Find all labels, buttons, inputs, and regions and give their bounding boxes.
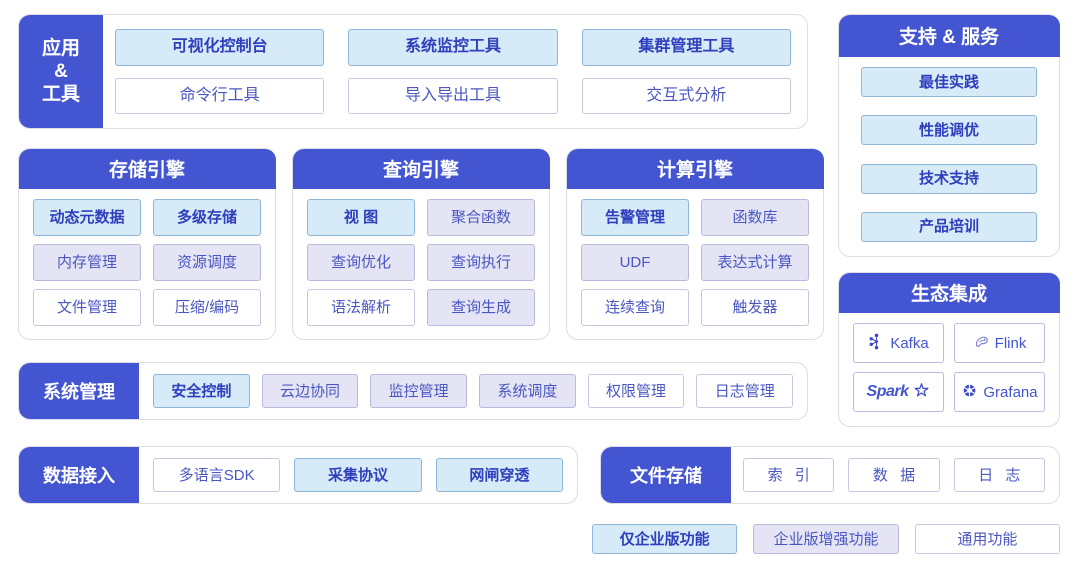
legend: 仅企业版功能 企业版增强功能 通用功能	[592, 524, 1060, 554]
file-storage-item[interactable]: 索 引	[743, 458, 835, 492]
flink-logo-icon	[973, 333, 990, 354]
data-access-item[interactable]: 网闸穿透	[435, 458, 563, 492]
file-storage-item[interactable]: 数 据	[848, 458, 940, 492]
ecosystem-item-grafana[interactable]: Grafana	[954, 372, 1045, 412]
apps-and-tools-panel: 应用 & 工具 可视化控制台 系统监控工具 集群管理工具 命令行工具 导入导出工…	[18, 14, 808, 129]
compute-engine-title: 计算引擎	[566, 148, 824, 189]
apps-item[interactable]: 交互式分析	[581, 77, 791, 114]
system-management-label: 系统管理	[19, 363, 139, 419]
engine-item[interactable]: 视 图	[307, 199, 415, 236]
file-storage-panel: 文件存储 索 引 数 据 日 志	[600, 446, 1060, 504]
ecosystem-panel-title: 生态集成	[838, 272, 1060, 313]
query-engine-grid: 视 图 聚合函数 查询优化 查询执行 语法解析 查询生成	[307, 199, 535, 326]
apps-label-line-1: 应用	[41, 37, 80, 59]
system-management-item[interactable]: 系统调度	[479, 374, 576, 408]
support-item[interactable]: 性能调优	[861, 115, 1037, 146]
engine-item[interactable]: 查询优化	[307, 244, 415, 281]
support-item[interactable]: 产品培训	[861, 211, 1037, 242]
system-management-item[interactable]: 日志管理	[696, 374, 794, 408]
system-management-item[interactable]: 权限管理	[587, 374, 685, 408]
engine-item[interactable]: 查询生成	[427, 289, 535, 326]
system-management-item[interactable]: 云边协同	[261, 374, 359, 408]
query-engine-title: 查询引擎	[292, 148, 550, 189]
storage-engine-grid: 动态元数据 多级存储 内存管理 资源调度 文件管理 压缩/编码	[33, 199, 261, 326]
engine-item[interactable]: 语法解析	[307, 289, 415, 326]
apps-item[interactable]: 集群管理工具	[581, 29, 791, 66]
ecosystem-integration-panel: 生态集成 Kafka	[838, 272, 1060, 427]
file-storage-items: 索 引 数 据 日 志	[743, 458, 1045, 492]
ecosystem-item-flink[interactable]: Flink	[954, 323, 1045, 363]
system-management-item[interactable]: 安全控制	[153, 374, 250, 408]
support-item[interactable]: 技术支持	[861, 163, 1037, 194]
engine-item[interactable]: 查询执行	[427, 244, 535, 281]
legend-item-enterprise-only: 仅企业版功能	[592, 524, 738, 554]
engine-item[interactable]: 表达式计算	[701, 244, 809, 281]
file-storage-label: 文件存储	[601, 447, 731, 503]
apps-item[interactable]: 导入导出工具	[348, 77, 558, 114]
data-access-item[interactable]: 多语言SDK	[153, 458, 281, 492]
apps-item[interactable]: 可视化控制台	[115, 29, 325, 66]
spark-logo-icon	[913, 382, 930, 403]
support-items-list: 最佳实践 性能调优 技术支持 产品培训	[861, 67, 1037, 242]
compute-engine-grid: 告警管理 函数库 UDF 表达式计算 连续查询 触发器	[581, 199, 809, 326]
storage-engine-title: 存储引擎	[18, 148, 276, 189]
ecosystem-item-label: Spark	[866, 383, 909, 400]
data-access-item[interactable]: 采集协议	[294, 458, 422, 492]
engine-item[interactable]: 连续查询	[581, 289, 689, 326]
engine-item[interactable]: 聚合函数	[427, 199, 535, 236]
ecosystem-item-label: Kafka	[890, 334, 929, 352]
engine-item[interactable]: 内存管理	[33, 244, 141, 281]
engine-item[interactable]: 函数库	[701, 199, 809, 236]
engine-item[interactable]: 动态元数据	[33, 199, 141, 236]
apps-label-line-2: &	[54, 60, 68, 82]
engine-item[interactable]: 资源调度	[153, 244, 261, 281]
support-item[interactable]: 最佳实践	[861, 67, 1037, 97]
ecosystem-item-label: Grafana	[983, 383, 1038, 401]
engine-item[interactable]: 告警管理	[581, 199, 689, 236]
file-storage-item[interactable]: 日 志	[953, 458, 1045, 492]
data-access-label: 数据接入	[19, 447, 139, 503]
legend-item-general: 通用功能	[914, 524, 1060, 554]
data-access-panel: 数据接入 多语言SDK 采集协议 网闸穿透	[18, 446, 578, 504]
data-access-items: 多语言SDK 采集协议 网闸穿透	[153, 458, 563, 492]
ecosystem-item-label: Flink	[994, 334, 1027, 352]
system-management-panel: 系统管理 安全控制 云边协同 监控管理 系统调度 权限管理 日志管理	[18, 362, 808, 420]
engine-item[interactable]: 多级存储	[153, 199, 261, 236]
query-engine-panel: 查询引擎 视 图 聚合函数 查询优化 查询执行 语法解析 查询生成	[292, 148, 550, 340]
kafka-logo-icon	[868, 333, 885, 354]
legend-item-enterprise-enhanced: 企业版增强功能	[753, 524, 899, 554]
apps-and-tools-label: 应用 & 工具	[19, 15, 103, 128]
system-management-item[interactable]: 监控管理	[370, 374, 468, 408]
system-management-items: 安全控制 云边协同 监控管理 系统调度 权限管理 日志管理	[153, 374, 794, 408]
apps-item[interactable]: 系统监控工具	[348, 29, 558, 66]
storage-engine-panel: 存储引擎 动态元数据 多级存储 内存管理 资源调度 文件管理 压缩/编码	[18, 148, 276, 340]
engine-item[interactable]: UDF	[581, 244, 689, 281]
grafana-logo-icon	[961, 382, 978, 403]
ecosystem-items-grid: Kafka Flink Spark	[853, 323, 1045, 412]
support-panel-title: 支持 & 服务	[838, 14, 1060, 57]
ecosystem-item-spark[interactable]: Spark	[853, 372, 944, 412]
engine-item[interactable]: 压缩/编码	[153, 289, 261, 326]
apps-items-grid: 可视化控制台 系统监控工具 集群管理工具 命令行工具 导入导出工具 交互式分析	[115, 29, 791, 114]
ecosystem-item-kafka[interactable]: Kafka	[853, 323, 944, 363]
compute-engine-panel: 计算引擎 告警管理 函数库 UDF 表达式计算 连续查询 触发器	[566, 148, 824, 340]
engine-item[interactable]: 触发器	[701, 289, 809, 326]
apps-label-line-3: 工具	[41, 84, 80, 106]
engine-item[interactable]: 文件管理	[33, 289, 141, 326]
apps-item[interactable]: 命令行工具	[115, 77, 325, 114]
support-and-service-panel: 支持 & 服务 最佳实践 性能调优 技术支持 产品培训	[838, 14, 1060, 257]
